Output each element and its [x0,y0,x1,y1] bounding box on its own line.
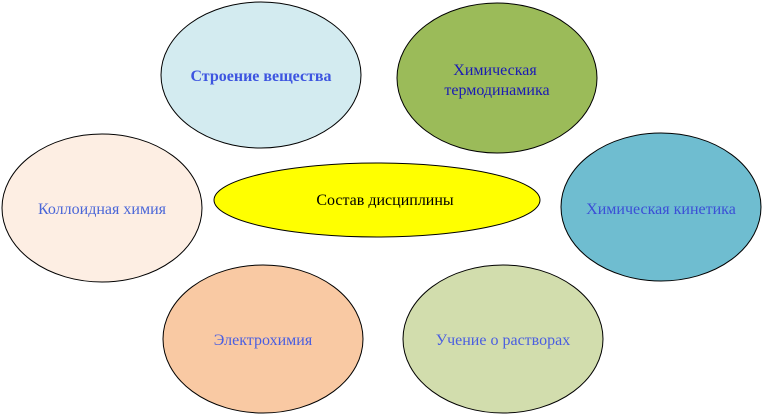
node-electro-line-1: Электрохимия [214,332,313,349]
node-solutions: Учение о растворах [402,264,604,414]
node-thermo-label: Химическая термодинамика [444,62,549,99]
center-label: Состав дисциплины [316,192,454,209]
node-structure-label: Строение вещества [190,68,331,85]
node-thermo-line-1: Химическая [453,62,537,79]
node-solutions-ellipse [402,264,604,414]
node-structure-line-1: Строение вещества [190,68,331,85]
node-kinetics: Химическая кинетика [560,132,762,282]
node-colloid-label: Коллоидная химия [38,201,167,218]
center-node: Состав дисциплины [213,162,541,238]
node-structure-ellipse [160,1,362,149]
node-electro: Электрохимия [162,264,364,414]
node-solutions-label: Учение о растворах [436,332,570,349]
node-colloid-ellipse [1,133,203,283]
node-thermo: Химическая термодинамика [396,2,598,154]
node-kinetics-ellipse [560,132,762,282]
node-colloid-line-1: Коллоидная химия [38,201,167,218]
node-thermo-line-2: термодинамика [444,82,549,99]
node-thermo-ellipse [396,2,598,154]
center-ellipse [213,162,541,238]
node-electro-label: Электрохимия [214,332,313,349]
node-kinetics-label: Химическая кинетика [586,201,736,218]
node-structure: Строение вещества [160,1,362,149]
node-electro-ellipse [162,264,364,414]
node-kinetics-line-1: Химическая кинетика [586,201,736,218]
node-solutions-line-1: Учение о растворах [436,332,570,349]
node-colloid: Коллоидная химия [1,133,203,283]
